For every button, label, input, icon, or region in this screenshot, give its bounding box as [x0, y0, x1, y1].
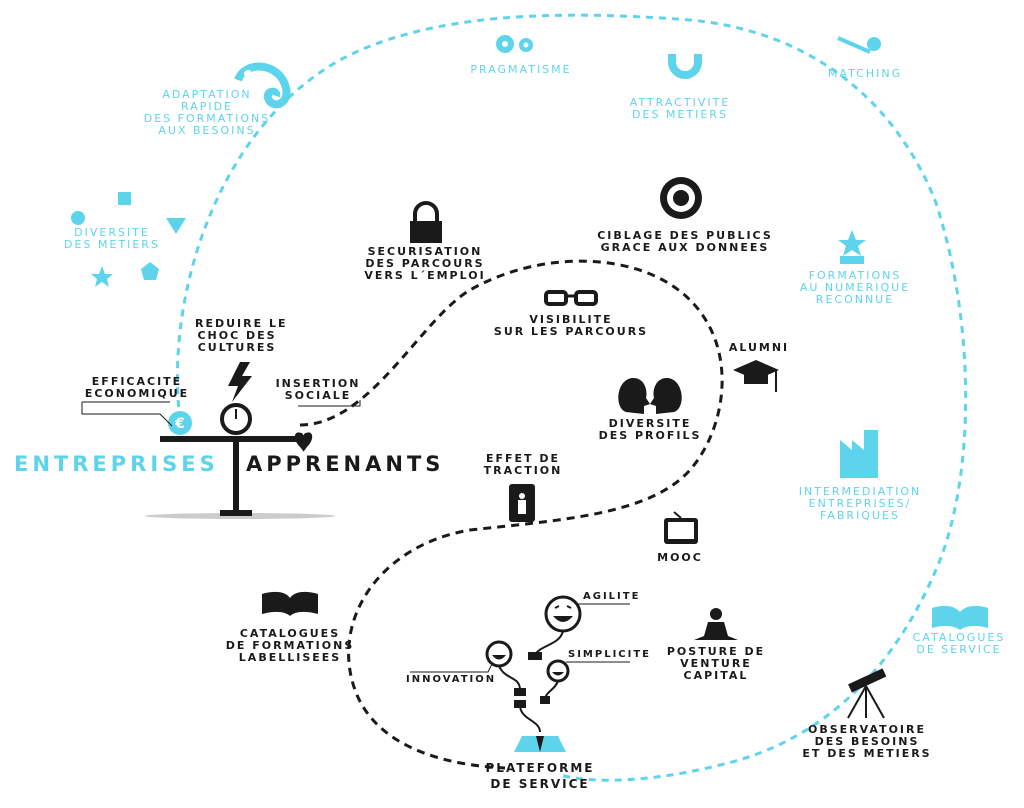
label-attractivite: ATTRACTIVITE DES METIERS — [629, 96, 731, 121]
label-insertion: INSERTION SOCIALE — [275, 377, 361, 402]
magnet-icon — [668, 54, 702, 79]
match-icon — [837, 36, 881, 54]
label-adaptation: ADAPTATION RAPIDE DES FORMATIONS AUX BES… — [143, 88, 271, 137]
open-book-icon — [262, 591, 318, 616]
lock-icon — [410, 201, 442, 243]
plug-1 — [528, 652, 542, 660]
gears-icon — [496, 35, 533, 53]
plug-2 — [514, 688, 526, 696]
label-catalogues-service: CATALOGUES DE SERVICE — [912, 631, 1006, 656]
shapes-icon — [71, 192, 186, 287]
label-matching: MATCHING — [827, 67, 903, 80]
outer-dashed-path — [176, 13, 968, 782]
apprenants-title: APPRENANTS — [246, 452, 445, 476]
connector-cables — [498, 630, 564, 733]
label-reduire: REDUIRE LE CHOC DES CULTURES — [195, 317, 288, 354]
person-suit-icon — [514, 736, 566, 752]
label-innovation: INNOVATION — [406, 674, 497, 685]
tv-icon — [664, 511, 698, 544]
chameleon-icon — [234, 62, 291, 109]
label-efficacite: EFFICACITE ECONOMIQUE — [84, 375, 190, 400]
target-icon — [660, 177, 702, 219]
inner-dashed-path — [299, 259, 724, 770]
efficacite-bubble — [81, 401, 173, 427]
euro-symbol: € — [174, 416, 185, 432]
smiley-simplicite-icon — [546, 659, 570, 683]
label-mooc: MOOC — [657, 551, 703, 564]
factory-icon — [840, 430, 878, 478]
heads-icon — [618, 377, 682, 414]
plug-3 — [514, 700, 526, 708]
balance-scale-icon — [145, 403, 335, 519]
smiley-agilite-icon — [544, 595, 582, 633]
label-agilite: AGILITE — [583, 591, 641, 602]
trophy-icon — [838, 230, 866, 264]
label-observatoire: OBSERVATOIRE DES BESOINS ET DES METIERS — [802, 723, 932, 760]
label-diversite-profils: DIVERSITE DES PROFILS — [598, 417, 702, 442]
label-ciblage: CIBLAGE DES PUBLICS GRACE AUX DONNEES — [597, 229, 773, 254]
heart-icon — [294, 432, 313, 452]
glasses-icon — [544, 290, 598, 306]
elevator-icon — [509, 484, 535, 522]
label-alumni: ALUMNI — [728, 341, 790, 354]
label-visibilite: VISIBILITE SUR LES PARCOURS — [493, 313, 649, 338]
label-formations-numerique: FORMATIONS AU NUMERIQUE RECONNUE — [799, 269, 911, 306]
label-securisation: SECURISATION DES PARCOURS VERS L´EMPLOI — [364, 245, 486, 282]
label-intermediation: INTERMEDIATION ENTREPRISES/ FABRIQUES — [798, 485, 922, 522]
label-posture: POSTURE DE VENTURE CAPITAL — [666, 645, 766, 682]
label-catalogues-formations: CATALOGUES DE FORMATIONS LABELLISEES — [225, 627, 355, 664]
open-book-cyan-icon — [932, 605, 988, 630]
label-effet-traction: EFFET DE TRACTION — [483, 452, 563, 477]
label-plateforme: PLATEFORME DE SERVICE — [485, 761, 595, 791]
label-simplicite: SIMPLICITE — [568, 649, 652, 660]
meditation-icon — [694, 608, 738, 640]
graduation-cap-icon — [733, 360, 779, 392]
smiley-innovation-icon — [485, 640, 513, 668]
lightning-icon — [228, 362, 252, 402]
euro-icon — [168, 411, 192, 435]
entreprises-title: ENTREPRISES — [14, 452, 219, 476]
label-diversite-metiers: DIVERSITE DES METIERS — [64, 226, 160, 251]
label-pragmatisme: PRAGMATISME — [470, 63, 572, 76]
innovation-bubble — [410, 663, 493, 673]
plug-4 — [540, 696, 550, 704]
insertion-bubble — [298, 400, 361, 407]
telescope-icon — [847, 668, 887, 719]
